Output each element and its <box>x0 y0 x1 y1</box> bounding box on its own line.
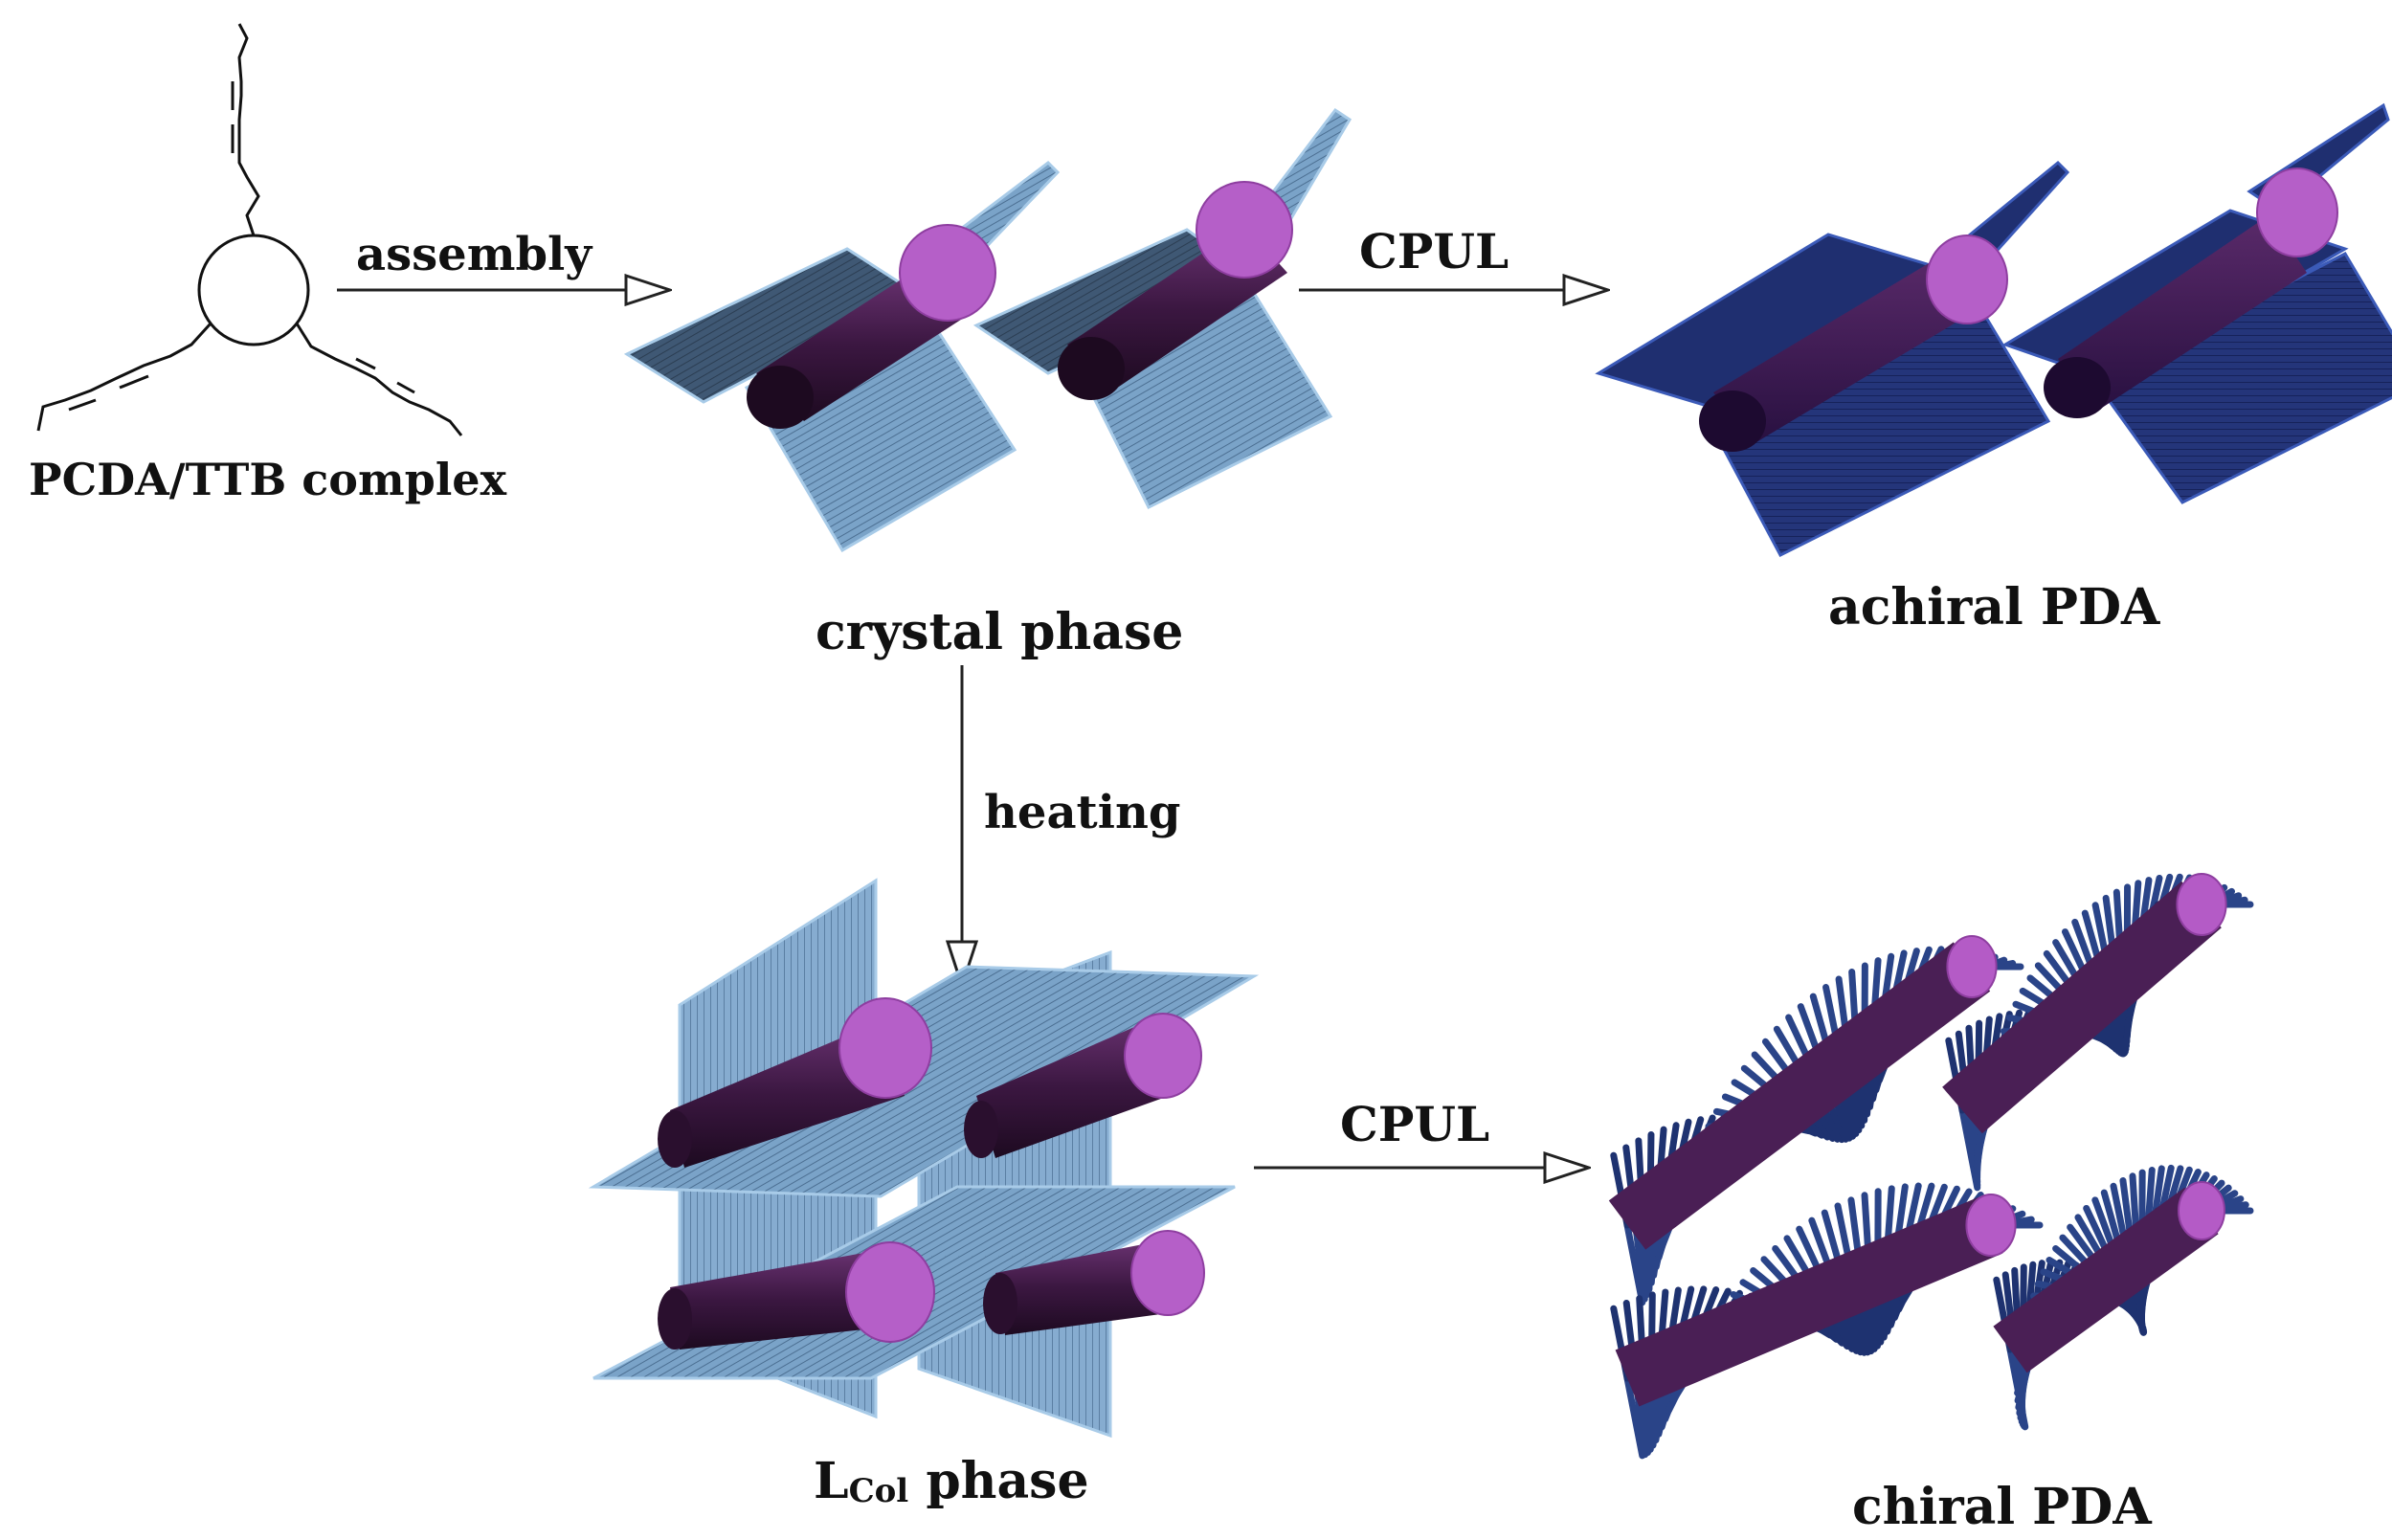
upper-alkyl-chain <box>237 23 260 236</box>
crystal-unit-1 <box>623 161 1061 553</box>
column-body <box>1942 881 2222 1134</box>
chiral-column-3 <box>1610 1182 2044 1460</box>
column-end-face <box>2256 167 2338 257</box>
crystal-unit-2 <box>972 107 1352 510</box>
helical-blade <box>1623 1221 1646 1306</box>
crystal-phase-structure <box>623 107 1352 553</box>
lcol-phase-label: LCol phase <box>814 1452 1089 1510</box>
column-end-face <box>1130 1230 1205 1316</box>
column-end-face <box>899 224 996 322</box>
column-end-face <box>1196 181 1293 279</box>
crystal-phase-label: crystal phase <box>816 603 1183 661</box>
right-alkyl-chain <box>295 323 463 436</box>
cpul-top-label: CPUL <box>1359 223 1509 279</box>
chiral-pda-label: chiral PDA <box>1852 1478 2152 1536</box>
column-end-face <box>1124 1013 1202 1099</box>
column-body <box>1993 1187 2219 1373</box>
column-body <box>1608 942 1991 1250</box>
chiral-pda-structure <box>1608 873 2254 1460</box>
column-end-face <box>1926 234 2008 324</box>
lcol-suffix: phase <box>908 1452 1088 1510</box>
assembly-label: assembly <box>356 228 593 281</box>
achiral-pda-label: achiral PDA <box>1828 578 2160 636</box>
chiral-column-4 <box>1993 1164 2254 1431</box>
achiral-pda-structure <box>1595 102 2392 557</box>
achiral-unit-2 <box>2001 102 2392 504</box>
arrows <box>337 290 1608 1168</box>
ttb-core-ring <box>197 234 310 346</box>
column-end-face <box>2178 1181 2225 1240</box>
lcol-subscript: Col <box>849 1472 909 1510</box>
column-end-face <box>845 1241 935 1343</box>
chiral-column-2 <box>1942 873 2254 1192</box>
achiral-unit-1 <box>1595 160 2070 557</box>
left-alkyl-chain <box>36 322 212 432</box>
lcol-phase-structure <box>588 878 1260 1439</box>
column-end-face <box>2176 873 2227 936</box>
column-end-face <box>838 997 932 1099</box>
complex-label: PCDA/TTB complex <box>29 454 507 505</box>
heating-label: heating <box>984 786 1180 839</box>
lcol-main: L <box>814 1452 849 1510</box>
column-end-face <box>1946 935 1998 998</box>
cpul-bottom-label: CPUL <box>1340 1096 1489 1152</box>
helical-blade <box>1623 1374 1646 1460</box>
column-end-face <box>1965 1194 2017 1257</box>
column-body <box>1615 1196 2003 1407</box>
pcda-ttb-molecule <box>36 23 463 436</box>
chiral-column-1 <box>1608 935 2024 1306</box>
